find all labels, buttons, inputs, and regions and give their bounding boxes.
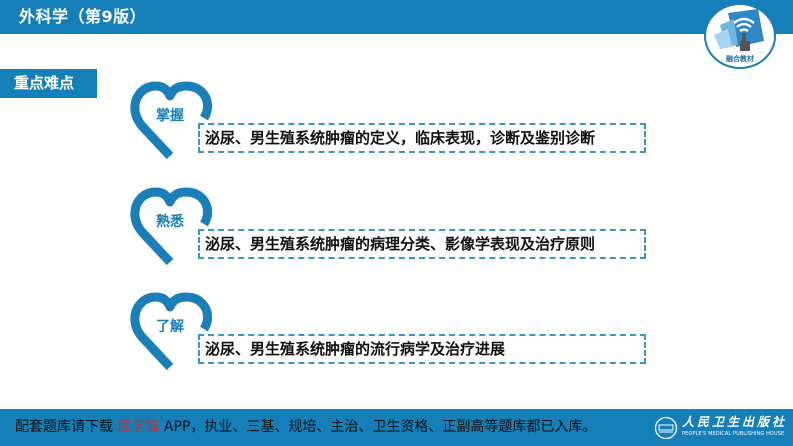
heart-icon [130,292,212,371]
objective-box: 泌尿、男生殖系统肿瘤的定义，临床表现，诊断及鉴别诊断 [198,123,646,153]
app-name-link[interactable]: 医学猫 [117,419,160,435]
wifi-touch-book-icon: 融合教材 [714,9,764,63]
objective-box: 泌尿、男生殖系统肿瘤的流行病学及治疗进展 [198,334,646,364]
objective-text: 泌尿、男生殖系统肿瘤的定义，临床表现，诊断及鉴别诊断 [205,129,596,147]
level-label: 掌握 [155,107,185,125]
section-tag-label: 重点难点 [14,74,75,92]
objective-box: 泌尿、男生殖系统肿瘤的病理分类、影像学表现及治疗原则 [198,229,646,259]
heart-icon [130,81,212,160]
header-bar: 外科学（第9版） [0,0,793,34]
page-title: 外科学（第9版） [19,7,147,26]
footer-suffix: APP，执业、三基、规培、主治、卫生资格、正副高等题库都已入库。 [159,419,597,435]
svg-text:融合教材: 融合教材 [726,54,754,63]
heart-icon [130,187,212,266]
objective-item-familiar: 熟悉 泌尿、男生殖系统肿瘤的病理分类、影像学表现及治疗原则 [128,184,653,266]
publisher-logo: 人民卫生出版社 PEOPLE'S MEDICAL PUBLISHING HOUS… [654,415,789,441]
footer-prefix: 配套题库请下载 [15,419,118,435]
objective-item-understand: 了解 泌尿、男生殖系统肿瘤的流行病学及治疗进展 [128,289,653,371]
fusion-textbook-badge: 融合教材 [704,3,776,69]
publisher-name-cn: 人民卫生出版社 [682,415,788,429]
section-tag-key-points: 重点难点 [0,69,97,98]
level-label: 了解 [155,318,185,336]
objective-text: 泌尿、男生殖系统肿瘤的病理分类、影像学表现及治疗原则 [205,235,596,253]
publisher-emblem-icon [654,416,678,440]
publisher-name-en: PEOPLE'S MEDICAL PUBLISHING HOUSE [682,431,785,437]
footer-bar: 配套题库请下载 医学猫 APP，执业、三基、规培、主治、卫生资格、正副高等题库都… [0,409,793,446]
objective-text: 泌尿、男生殖系统肿瘤的流行病学及治疗进展 [205,340,506,358]
objective-item-master: 掌握 泌尿、男生殖系统肿瘤的定义，临床表现，诊断及鉴别诊断 [128,78,653,160]
footer-notice: 配套题库请下载 医学猫 APP，执业、三基、规培、主治、卫生资格、正副高等题库都… [15,417,596,437]
level-label: 熟悉 [155,213,185,231]
